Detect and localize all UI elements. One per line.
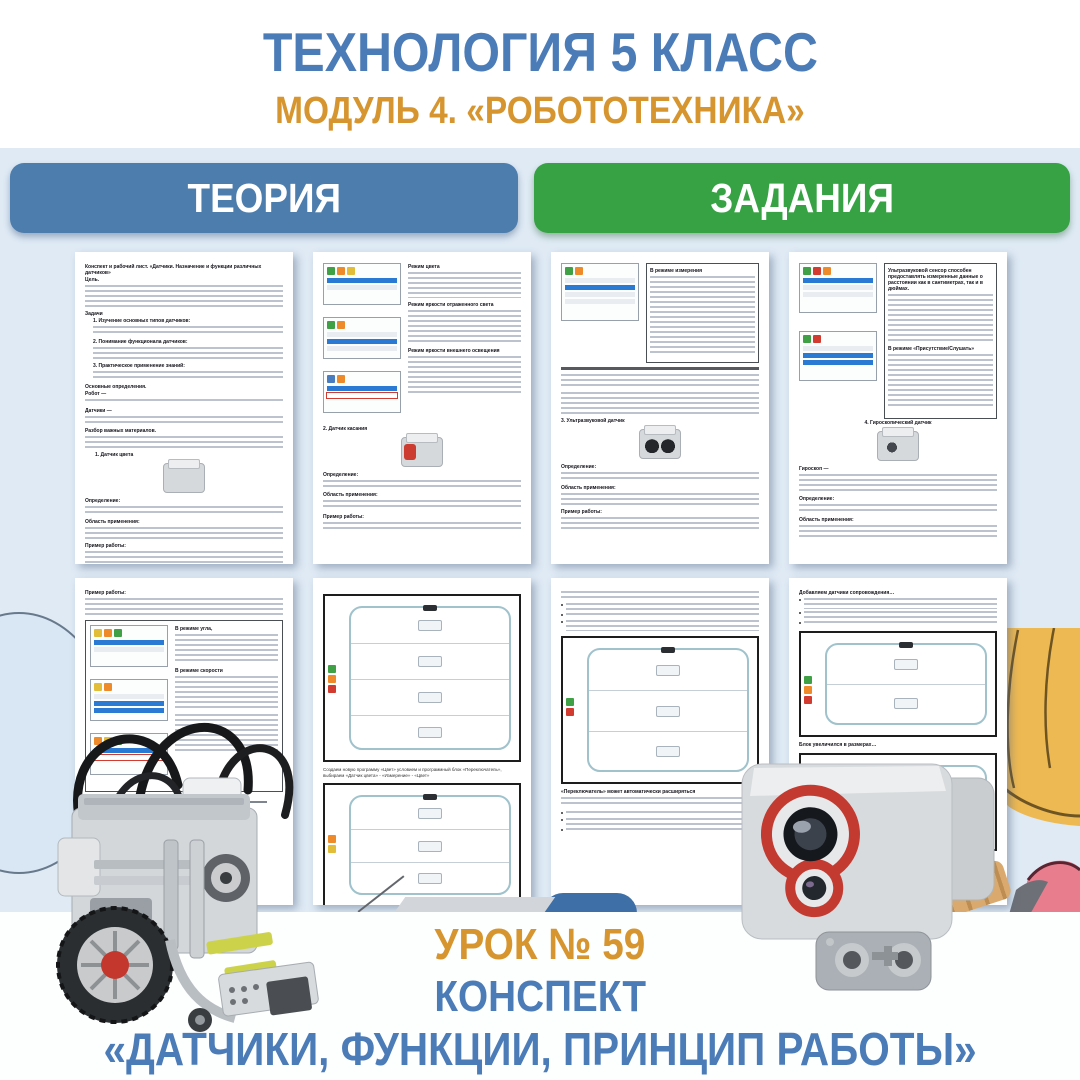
tab-theory[interactable]: ТЕОРИЯ (10, 163, 518, 233)
page-subtitle: МОДУЛЬ 4. «РОБОТОТЕХНИКА» (275, 90, 805, 132)
ev3-program-screenshot (561, 636, 759, 784)
worksheet-page-6: Создаем новую программу «Цвет» условием … (313, 578, 531, 905)
lego-color-sensor-photo (741, 763, 995, 991)
color-sensor-icon (163, 459, 205, 493)
gyro-sensor-icon (877, 427, 919, 461)
ev3-block-screenshot (799, 331, 877, 381)
worksheet-page-3: В режиме измерения 3. Ультразвуковой дат… (551, 252, 769, 564)
p8-caption: Блок увеличился в размерах… (799, 742, 877, 748)
ev3-program-screenshot (799, 631, 997, 737)
page-title: ТЕХНОЛОГИЯ 5 КЛАСС (262, 21, 818, 83)
worksheet-page-2: Режим цвета Режим яркости отраженного св… (313, 252, 531, 564)
p6-caption: Создаем новую программу «Цвет» условием … (323, 767, 502, 778)
ev3-program-screenshot (323, 594, 521, 762)
worksheet-page-4: Ультразвуковой сенсор способен предостав… (789, 252, 1007, 564)
ultrasonic-sensor-icon (639, 425, 681, 459)
ev3-block-screenshot (323, 317, 401, 359)
p7-note: «Переключатель» может автоматически расш… (561, 789, 696, 795)
p8-lead: Добавляем датчики сопровождения… (799, 590, 895, 596)
worksheet-page-7: «Переключатель» может автоматически расш… (551, 578, 769, 905)
decor-gray-wedge (394, 897, 556, 912)
decor-blue-dome (543, 893, 637, 913)
material-kind: КОНСПЕКТ (434, 972, 646, 1021)
p1-title: Конспект и рабочий лист. «Датчики. Назна… (85, 264, 262, 276)
ev3-block-screenshot (323, 263, 401, 305)
lego-robot-photo (56, 723, 319, 1032)
ev3-block-screenshot (799, 263, 877, 313)
ev3-program-screenshot (323, 783, 521, 905)
tab-tasks[interactable]: ЗАДАНИЯ (534, 163, 1070, 233)
ev3-block-screenshot (90, 625, 168, 667)
ev3-block-screenshot (90, 679, 168, 721)
lesson-topic: «ДАТЧИКИ, ФУНКЦИИ, ПРИНЦИП РАБОТЫ» (103, 1023, 977, 1075)
worksheet-page-1: Конспект и рабочий лист. «Датчики. Назна… (75, 252, 293, 564)
touch-sensor-icon (401, 433, 443, 467)
ev3-block-screenshot (323, 371, 401, 413)
hard-hat-illustration (988, 628, 1080, 918)
ev3-block-screenshot (561, 263, 639, 321)
lesson-number: УРОК № 59 (434, 920, 646, 969)
underlined-note (561, 367, 759, 370)
